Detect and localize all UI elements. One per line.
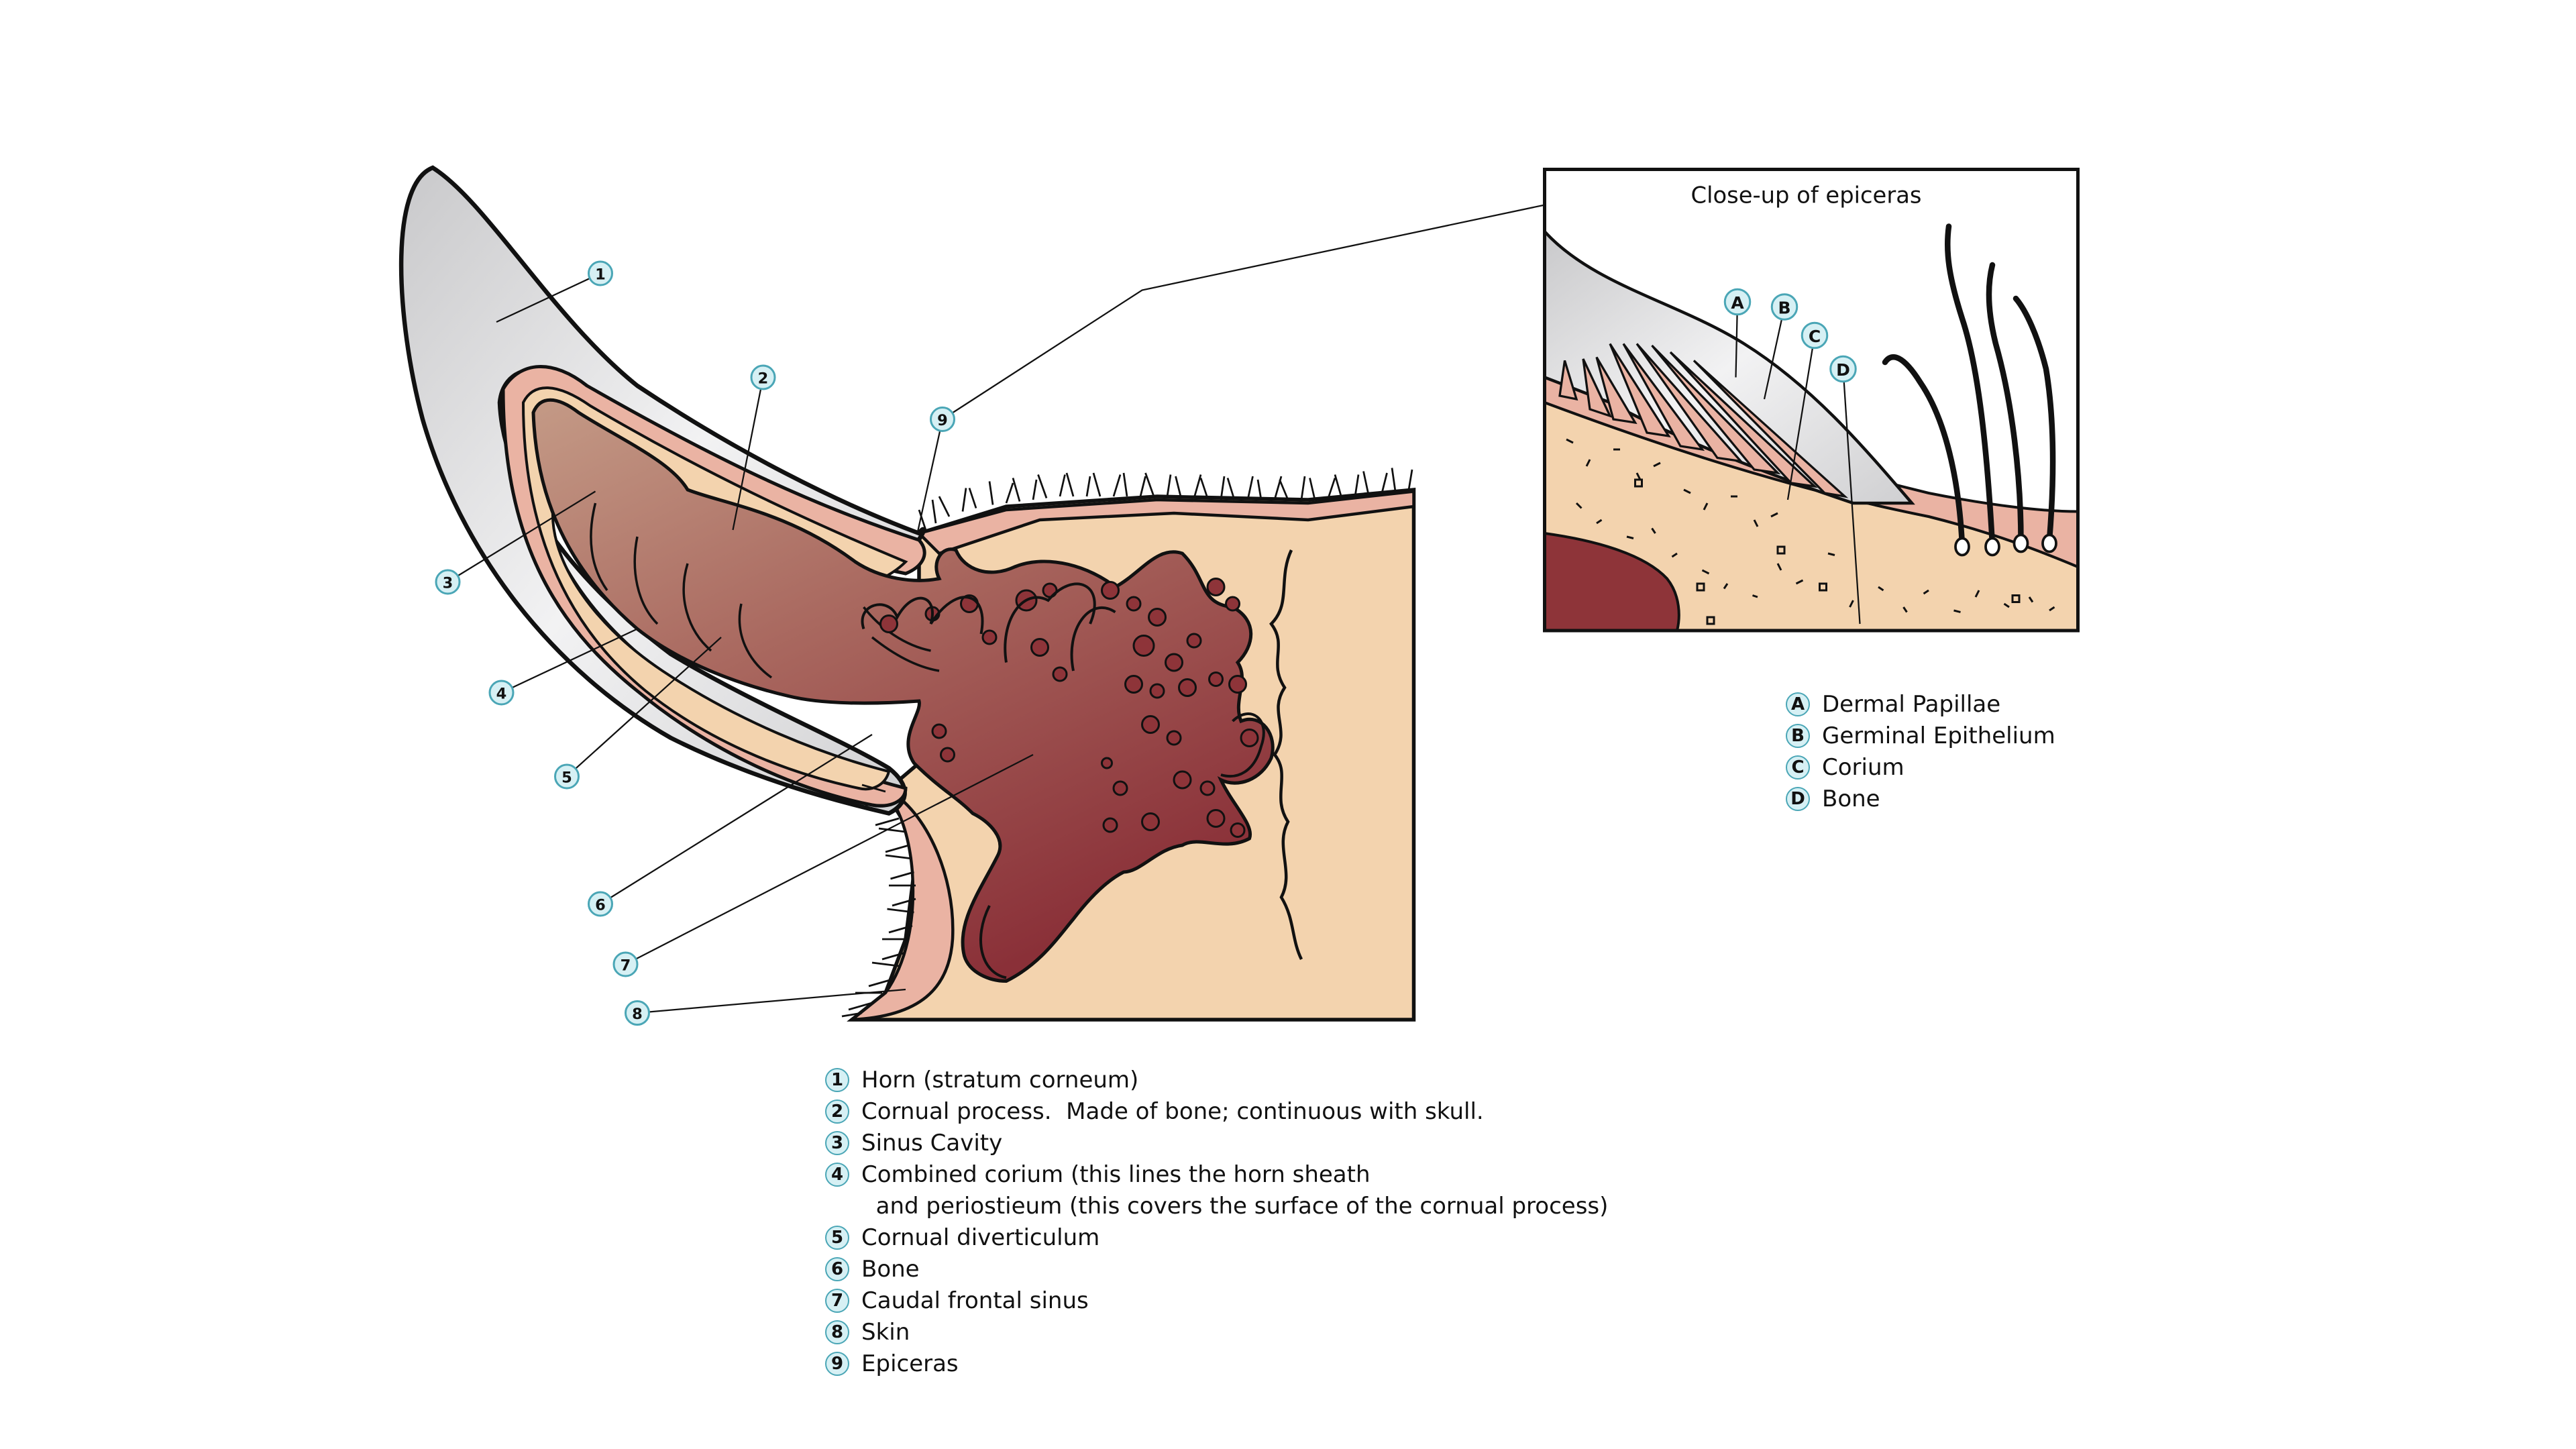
svg-text:1: 1 — [595, 266, 606, 283]
svg-text:8: 8 — [632, 1006, 643, 1023]
svg-text:6: 6 — [595, 896, 606, 914]
legend-item-cornual-process: 2 Cornual process. Made of bone; continu… — [825, 1098, 1608, 1130]
svg-text:7: 7 — [621, 957, 631, 974]
legend-item-sinus-cavity: 3 Sinus Cavity — [825, 1130, 1608, 1161]
legend-label: Caudal frontal sinus — [861, 1287, 1089, 1314]
legend-label: Cornual diverticulum — [861, 1224, 1100, 1251]
legend-label: Corium — [1822, 754, 1904, 781]
legend-label: and periostieum (this covers the surface… — [861, 1193, 1609, 1220]
main-legend: 1 Horn (stratum corneum) 2 Cornual proce… — [825, 1067, 1608, 1382]
svg-text:2: 2 — [758, 370, 769, 387]
sinus-branches — [861, 582, 1265, 979]
horn-sheath — [398, 165, 926, 816]
legend-label: Horn (stratum corneum) — [861, 1067, 1139, 1093]
callout-5: 5 — [554, 763, 580, 790]
legend-label: Germinal Epithelium — [1822, 722, 2055, 749]
sinus-cavity — [531, 398, 1275, 983]
svg-text:C: C — [1809, 327, 1821, 346]
legend-badge: 7 — [825, 1289, 849, 1313]
sinus-septa — [590, 502, 940, 679]
callout-7: 7 — [612, 951, 639, 977]
legend-item-combined-corium: 4 Combined corium (this lines the horn s… — [825, 1161, 1608, 1193]
legend-badge: D — [1786, 787, 1810, 811]
callout-C: C — [1801, 321, 1829, 350]
legend-badge: 6 — [825, 1257, 849, 1281]
skin-top — [916, 489, 1415, 555]
closeup-frame — [1543, 168, 2080, 633]
closeup-panel: Close-up of epiceras A B C D — [1543, 168, 2080, 633]
legend-badge: 4 — [825, 1163, 849, 1187]
closeup-deep-tissue — [1544, 531, 1680, 631]
legend-label: Skin — [861, 1319, 910, 1346]
legend-label: Combined corium (this lines the horn she… — [861, 1161, 1371, 1188]
legend-item-closeup-bone: D Bone — [1786, 786, 2055, 817]
legend-badge: 3 — [825, 1131, 849, 1155]
legend-item-epiceras: 9 Epiceras — [825, 1350, 1608, 1382]
legend-label: Dermal Papillae — [1822, 691, 2001, 718]
callout-3: 3 — [435, 569, 461, 595]
callout-4: 4 — [488, 680, 515, 706]
closeup-hair-follicles — [1954, 533, 2057, 557]
callout-D: D — [1829, 355, 1857, 383]
skin-lower — [847, 786, 955, 1022]
legend-badge: 9 — [825, 1352, 849, 1376]
main-leader-lines — [447, 203, 1547, 1014]
closeup-leader-lines — [1735, 301, 1861, 625]
closeup-callouts: A B C D — [1723, 288, 1857, 383]
legend-item-bone: 6 Bone — [825, 1256, 1608, 1287]
callout-A: A — [1723, 288, 1752, 316]
svg-text:4: 4 — [496, 685, 507, 702]
closeup-bone-texture — [1566, 438, 2055, 625]
legend-label: Bone — [861, 1256, 920, 1283]
skull-suture — [1269, 549, 1303, 961]
svg-text:3: 3 — [443, 574, 453, 592]
svg-text:D: D — [1836, 360, 1850, 380]
legend-badge: 2 — [825, 1099, 849, 1124]
main-callouts: 1 2 3 4 5 6 7 8 9 — [435, 260, 955, 1026]
legend-item-caudal-frontal-sinus: 7 Caudal frontal sinus — [825, 1287, 1608, 1319]
legend-label: Epiceras — [861, 1350, 959, 1377]
callout-6: 6 — [588, 891, 613, 917]
legend-item-combined-corium-cont: and periostieum (this covers the surface… — [825, 1193, 1609, 1224]
closeup-title: Close-up of epiceras — [1691, 182, 1922, 209]
svg-text:B: B — [1778, 299, 1790, 318]
legend-badge: A — [1786, 692, 1810, 716]
legend-badge: 1 — [825, 1068, 849, 1092]
legend-badge: B — [1786, 724, 1810, 748]
legend-badge: 8 — [825, 1320, 849, 1344]
sinus-pockets — [879, 578, 1259, 838]
legend-item-cornual-diverticulum: 5 Cornual diverticulum — [825, 1224, 1608, 1256]
callout-8: 8 — [625, 1000, 650, 1026]
svg-text:5: 5 — [561, 769, 572, 786]
closeup-dermal-papillae — [1558, 343, 1849, 498]
callout-2: 2 — [750, 364, 776, 390]
legend-label: Bone — [1822, 786, 1880, 812]
legend-item-germinal-epithelium: B Germinal Epithelium — [1786, 722, 2055, 754]
svg-text:9: 9 — [937, 412, 948, 429]
legend-item-skin: 8 Skin — [825, 1319, 1608, 1350]
closeup-legend: A Dermal Papillae B Germinal Epithelium … — [1786, 691, 2055, 817]
legend-badge: C — [1786, 755, 1810, 780]
closeup-hairs — [1882, 223, 2056, 548]
legend-label: Cornual process. Made of bone; continuou… — [861, 1098, 1484, 1125]
horn-cross-section — [398, 165, 1416, 1022]
legend-item-horn: 1 Horn (stratum corneum) — [825, 1067, 1608, 1098]
callout-1: 1 — [588, 260, 613, 286]
legend-item-corium: C Corium — [1786, 754, 2055, 786]
legend-item-dermal-papillae: A Dermal Papillae — [1786, 691, 2055, 722]
callout-B: B — [1770, 293, 1799, 321]
skin-hairs-lower — [841, 784, 916, 1018]
legend-badge: 5 — [825, 1226, 849, 1250]
closeup-horn — [1544, 229, 1915, 505]
skin-hairs-top — [918, 468, 1413, 531]
svg-text:A: A — [1731, 293, 1744, 313]
legend-label: Sinus Cavity — [861, 1130, 1003, 1157]
callout-9: 9 — [930, 407, 955, 432]
